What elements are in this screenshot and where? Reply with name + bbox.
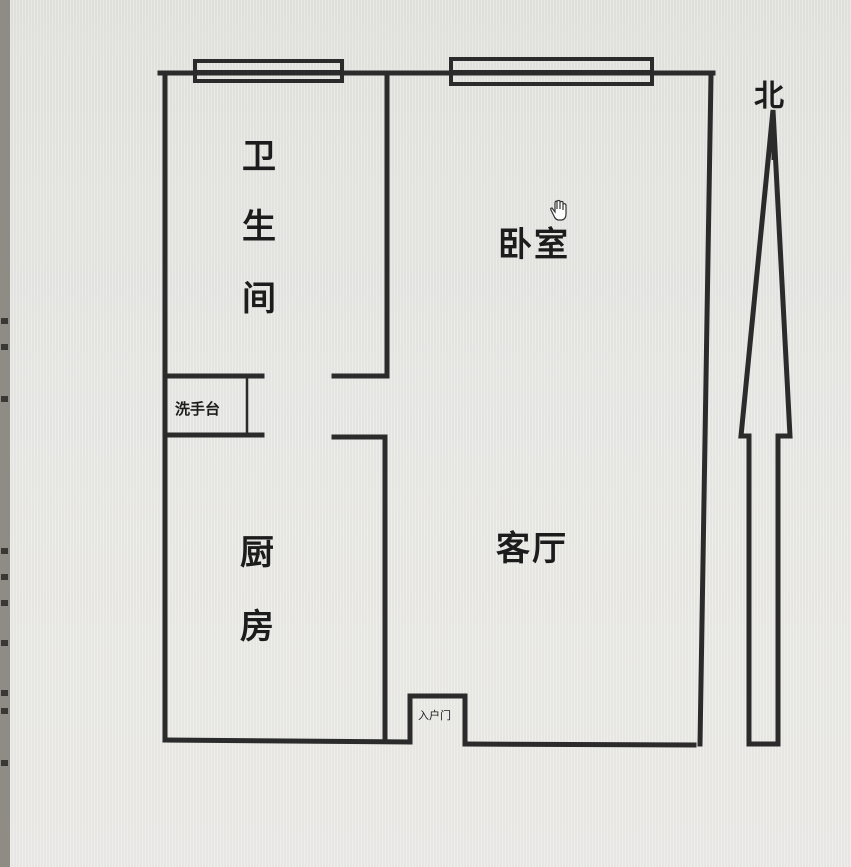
hand-cursor-icon xyxy=(550,199,567,221)
north-arrow-icon xyxy=(738,109,793,747)
screen-edge-strip xyxy=(0,0,10,867)
room-label-bedroom: 卧室 xyxy=(498,225,570,265)
room-label-washbasin: 洗手台 xyxy=(175,400,221,418)
east-wall xyxy=(697,72,714,747)
room-label-bathroom-1: 卫 xyxy=(242,137,276,177)
room-label-kitchen-2: 房 xyxy=(240,607,274,647)
compass-north-label: 北 xyxy=(754,79,784,114)
room-label-living-room: 客厅 xyxy=(496,529,568,569)
room-label-kitchen-1: 厨 xyxy=(240,533,274,573)
south-wall-left xyxy=(162,737,413,745)
room-label-entrance: 入户门 xyxy=(418,709,451,722)
south-wall-right xyxy=(462,741,697,748)
room-label-bathroom-2: 生 xyxy=(242,207,276,247)
room-label-bathroom-3: 间 xyxy=(242,279,276,319)
entrance-door xyxy=(407,693,468,747)
